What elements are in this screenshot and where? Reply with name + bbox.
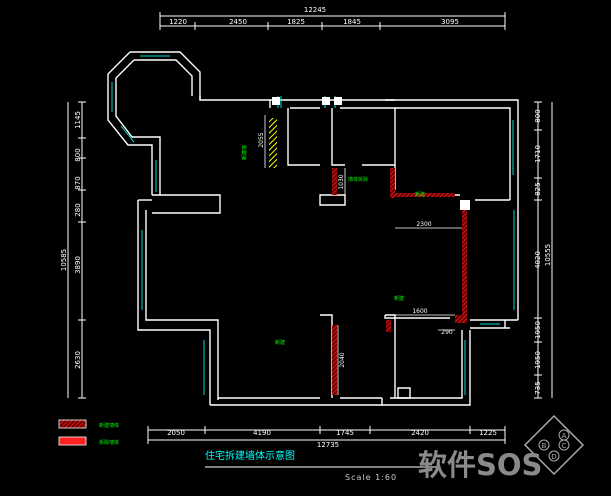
windows [111, 55, 515, 395]
left-dimension-2: 800 [74, 148, 82, 161]
right-dimension-7: 735 [534, 381, 542, 394]
demolished-wall-segment [269, 118, 277, 168]
legend: 新建墙体 拆除墙体 [58, 419, 119, 446]
left-dimension-chain [67, 101, 86, 399]
annotation-wall-c: 新建 [415, 191, 425, 198]
bottom-dimension-4: 2420 [411, 429, 429, 437]
right-dimension-6: 1950 [534, 351, 542, 369]
bottom-total-dimension: 12735 [317, 441, 339, 449]
new-wall-segments [332, 168, 467, 395]
bottom-dimension-5: 1225 [479, 429, 497, 437]
bottom-dimension-2: 4190 [253, 429, 271, 437]
drawing-title: 住宅拆建墙体示意图 [205, 449, 295, 462]
inner-dimension-1: 2055 [258, 132, 265, 147]
inner-dimension-4: 1600 [412, 308, 427, 315]
inner-dimension-5: 290 [441, 329, 453, 336]
top-dimension-4: 1845 [343, 18, 361, 26]
left-total-dimension: 10585 [60, 249, 68, 271]
top-total-dimension: 12245 [304, 6, 326, 14]
right-dimension-1: 800 [534, 109, 542, 122]
right-dimension-4: 4020 [534, 251, 542, 269]
annotation-wall-b: 墙体拆除 [348, 176, 368, 183]
left-dimension-4: 280 [74, 203, 82, 216]
inner-dimension-2: 1030 [338, 174, 345, 189]
compass-label-c: C [562, 442, 567, 450]
compass-logo-icon: A B C D [523, 414, 585, 476]
right-dimension-3: 825 [534, 182, 542, 195]
bottom-dimension-3: 1745 [336, 429, 354, 437]
right-dimension-5: 1950 [534, 321, 542, 339]
annotation-wall-a: 新建墙 [241, 145, 248, 160]
door-blocks [272, 97, 470, 210]
left-dimension-6: 2630 [74, 351, 82, 369]
legend-label-new-wall: 新建墙体 [99, 422, 119, 429]
right-total-dimension: 10555 [544, 244, 552, 266]
walls [107, 51, 519, 406]
left-dimension-5: 3890 [74, 256, 82, 274]
legend-label-demolished-wall: 拆除墙体 [99, 439, 119, 446]
right-dimension-2: 1710 [534, 145, 542, 163]
top-dimension-1: 1220 [169, 18, 187, 26]
compass-label-a: A [562, 432, 567, 440]
annotation-wall-d: 新建 [394, 295, 404, 302]
top-dimension-chain [159, 12, 506, 30]
inner-dimension-3: 2300 [416, 221, 431, 228]
compass-label-d: D [551, 453, 556, 461]
legend-swatch-demolished-wall [58, 436, 87, 446]
top-dimension-2: 2450 [229, 18, 247, 26]
left-dimension-1: 1145 [74, 111, 82, 129]
inner-dimension-lines [264, 115, 462, 395]
bottom-dimension-chain [147, 426, 506, 444]
watermark: 软件SOS [418, 448, 543, 482]
legend-swatch-new-wall [58, 419, 87, 429]
left-dimension-3: 870 [74, 176, 82, 189]
right-dimension-chain [534, 101, 553, 399]
top-dimension-3: 1825 [287, 18, 305, 26]
top-dimension-5: 3095 [441, 18, 459, 26]
annotation-wall-e: 新建 [275, 339, 285, 346]
drawing-scale: Scale 1:60 [345, 473, 397, 482]
compass-label-b: B [542, 442, 547, 450]
bottom-dimension-1: 2050 [167, 429, 185, 437]
inner-dimension-6: 2040 [339, 352, 346, 367]
